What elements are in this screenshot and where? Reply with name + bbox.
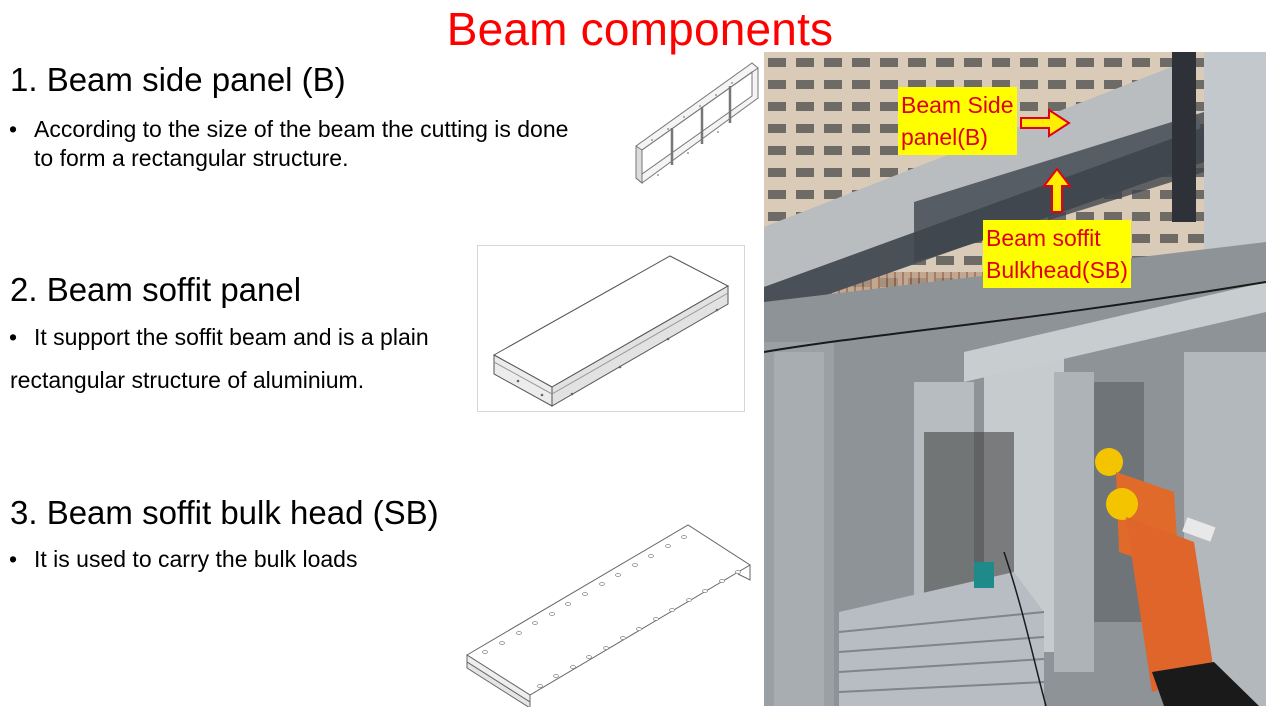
bullet-marker: •: [9, 546, 18, 572]
section-2-bullet-continuation: rectangular structure of aluminium.: [10, 367, 365, 393]
slide-title: Beam components: [446, 3, 834, 55]
photo-label-beam-soffit-bulkhead: Beam soffit Bulkhead(SB): [983, 220, 1131, 288]
beam-soffit-bulkhead-drawing: [466, 524, 751, 707]
label-line: Bulkhead(SB): [986, 257, 1128, 283]
label-line: Beam soffit: [986, 225, 1101, 251]
section-2-heading: 2. Beam soffit panel: [10, 271, 302, 308]
photo-label-beam-side-panel: Beam Side panel(B): [898, 87, 1017, 155]
arrow-up-icon: [1041, 167, 1073, 213]
arrow-right-icon: [1020, 108, 1071, 138]
beam-side-panel-drawing: [635, 62, 759, 185]
section-1-bullet: • According to the size of the beam the …: [9, 115, 624, 173]
beam-soffit-panel-figure-frame: [477, 245, 745, 412]
bullet-marker: •: [9, 116, 18, 142]
beam-soffit-panel-drawing: [492, 255, 730, 407]
section-3-heading: 3. Beam soffit bulk head (SB): [10, 494, 439, 531]
bullet-line: It is used to carry the bulk loads: [34, 546, 358, 572]
bullet-line: to form a rectangular structure.: [34, 145, 349, 171]
section-3-bullet: • It is used to carry the bulk loads: [9, 545, 454, 574]
label-line: panel(B): [901, 124, 988, 150]
section-1-heading: 1. Beam side panel (B): [10, 61, 346, 98]
section-2-bullet: • It support the soffit beam and is a pl…: [9, 323, 474, 352]
bullet-marker: •: [9, 324, 18, 350]
bullet-line: According to the size of the beam the cu…: [34, 116, 569, 142]
construction-site-photo: Beam Side panel(B) Beam soffit Bulkhead(…: [764, 52, 1266, 706]
bullet-line: It support the soffit beam and is a plai…: [34, 324, 429, 350]
label-line: Beam Side: [901, 92, 1014, 118]
